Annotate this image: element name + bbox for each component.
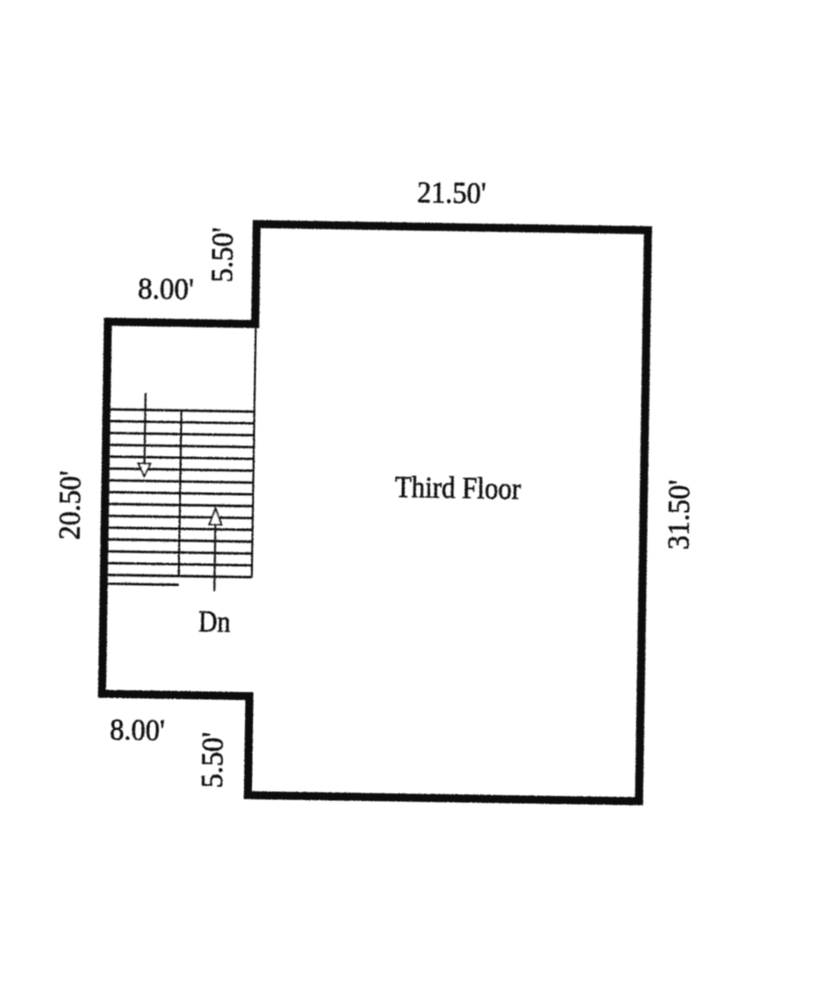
svg-text:5.50': 5.50' [194,732,230,789]
svg-text:Third Floor: Third Floor [395,469,522,506]
svg-text:8.00': 8.00' [138,270,195,306]
svg-text:Dn: Dn [198,603,231,639]
svg-text:8.00': 8.00' [110,712,166,748]
svg-text:20.50': 20.50' [51,471,87,541]
svg-text:31.50': 31.50' [660,480,696,551]
svg-text:5.50': 5.50' [204,227,240,283]
svg-text:21.50': 21.50' [417,174,487,210]
